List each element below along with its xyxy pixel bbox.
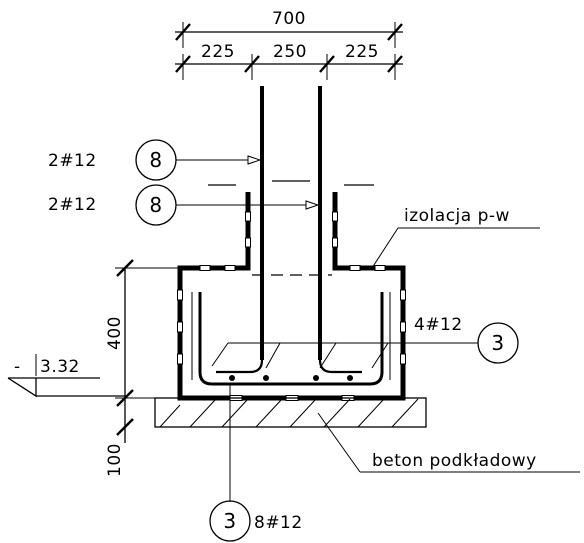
callout-count: 4#12	[414, 315, 463, 335]
rebar-dot	[313, 375, 319, 381]
dim-tick	[116, 389, 134, 407]
left-dimensions: 400 100	[105, 259, 178, 477]
leader-arrow	[305, 200, 320, 210]
level-marker: - 3.32	[7, 354, 126, 398]
callout-column-lower: 2#12 8	[48, 184, 320, 226]
dim-left-label: 225	[201, 42, 235, 62]
callout-mark: 3	[491, 331, 504, 355]
callout-count: 2#12	[48, 151, 97, 171]
dim-middle-label: 250	[273, 42, 307, 62]
leader-line	[371, 227, 399, 269]
callout-insulation: izolacja p-w	[371, 206, 540, 269]
callout-lean-concrete: beton podkładowy	[317, 412, 580, 473]
footing-outline	[177, 192, 406, 401]
dim-footing-height-label: 400	[105, 316, 125, 350]
dim-lean-height-label: 100	[105, 443, 125, 477]
footing-bottom-bar	[198, 292, 384, 386]
dim-tick	[116, 259, 134, 277]
insulation-gaps	[177, 211, 406, 401]
dim-right-label: 225	[345, 42, 379, 62]
rebar-dot	[347, 375, 353, 381]
leader-branch	[265, 342, 281, 369]
leader-arrow	[247, 155, 262, 165]
callout-column-upper: 2#12 8	[48, 139, 262, 181]
callout-mark: 3	[223, 509, 236, 533]
lean-concrete-label: beton podkładowy	[372, 451, 537, 471]
dim-tick	[387, 55, 403, 73]
level-triangle	[7, 377, 37, 398]
hatch	[159, 398, 419, 428]
rebar-dot	[263, 375, 269, 381]
insulation-outline	[177, 192, 406, 401]
leader-branch	[371, 342, 389, 369]
callout-footing-bottom: 3 8#12	[209, 384, 303, 542]
callout-circle	[209, 500, 251, 542]
footing-reinforcement	[191, 292, 391, 386]
column-level-lines	[208, 180, 374, 186]
dim-tick	[244, 55, 260, 73]
leader-branch	[319, 342, 337, 369]
callout-count: 2#12	[48, 195, 97, 215]
lean-concrete	[154, 397, 427, 428]
leader-line	[317, 412, 361, 473]
column-bar-left-hook	[216, 359, 264, 374]
lean-concrete-block	[154, 397, 427, 428]
top-dimension-chain: 700 225 250 225	[175, 9, 403, 80]
level-value: 3.32	[40, 357, 80, 377]
dim-total-label: 700	[272, 9, 306, 29]
column-bars	[216, 86, 362, 374]
insulation-label: izolacja p-w	[404, 206, 510, 226]
column-bar-right-hook	[318, 359, 362, 374]
dim-tick	[175, 55, 191, 73]
callout-footing-inner: 4#12 3	[211, 315, 519, 369]
callout-count: 8#12	[254, 513, 303, 533]
rebar-dot	[229, 375, 235, 381]
level-sign: -	[14, 357, 21, 377]
callout-mark: 8	[149, 193, 162, 217]
dim-tick	[387, 23, 403, 41]
dim-tick	[319, 55, 335, 73]
leader-branch	[211, 342, 229, 367]
dim-tick	[175, 23, 191, 41]
dim-tick	[116, 418, 134, 436]
callout-mark: 8	[149, 148, 162, 172]
